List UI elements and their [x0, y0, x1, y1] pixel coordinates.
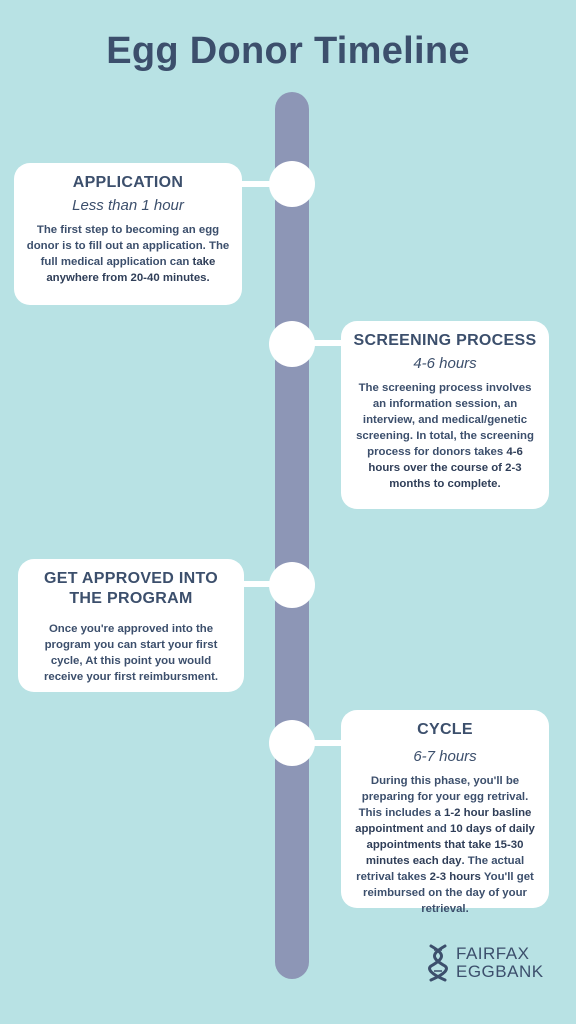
step-description: Once you're approved into the program yo…	[43, 623, 219, 683]
connector-cycle	[305, 740, 345, 746]
step-heading: CYCLE	[417, 721, 473, 738]
step-card-screening: SCREENING PROCESS 4-6 hours The screenin…	[341, 321, 549, 509]
timeline-node-screening	[269, 321, 315, 367]
timeline-node-cycle	[269, 720, 315, 766]
timeline-rail	[275, 92, 309, 979]
step-description: The screening process involves an inform…	[356, 382, 534, 490]
step-description: The first step to becoming an egg donor …	[26, 224, 230, 284]
step-card-approved: GET APPROVED INTO THE PROGRAM Once you'r…	[18, 559, 244, 692]
step-description: During this phase, you'll be preparing f…	[355, 775, 535, 915]
timeline-node-application	[269, 161, 315, 207]
logo-text: FAIRFAX EGGBANK	[456, 944, 544, 981]
step-heading: APPLICATION	[72, 174, 184, 191]
step-duration: Less than 1 hour	[72, 197, 184, 214]
timeline-node-approved	[269, 562, 315, 608]
connector-application	[240, 181, 280, 187]
step-heading: SCREENING PROCESS	[353, 332, 537, 349]
fairfax-eggbank-logo: FAIRFAX EGGBANK	[428, 944, 544, 982]
connector-screening	[305, 340, 345, 346]
connector-approved	[240, 581, 280, 587]
step-duration: 4-6 hours	[413, 355, 477, 372]
step-duration: 6-7 hours	[413, 748, 477, 765]
step-card-cycle: CYCLE 6-7 hours During this phase, you'l…	[341, 710, 549, 915]
page-title: Egg Donor Timeline	[106, 30, 470, 72]
step-heading: GET APPROVED INTO THE PROGRAM	[43, 570, 218, 607]
dna-helix-icon	[428, 944, 448, 982]
step-card-application: APPLICATION Less than 1 hour The first s…	[14, 163, 242, 305]
